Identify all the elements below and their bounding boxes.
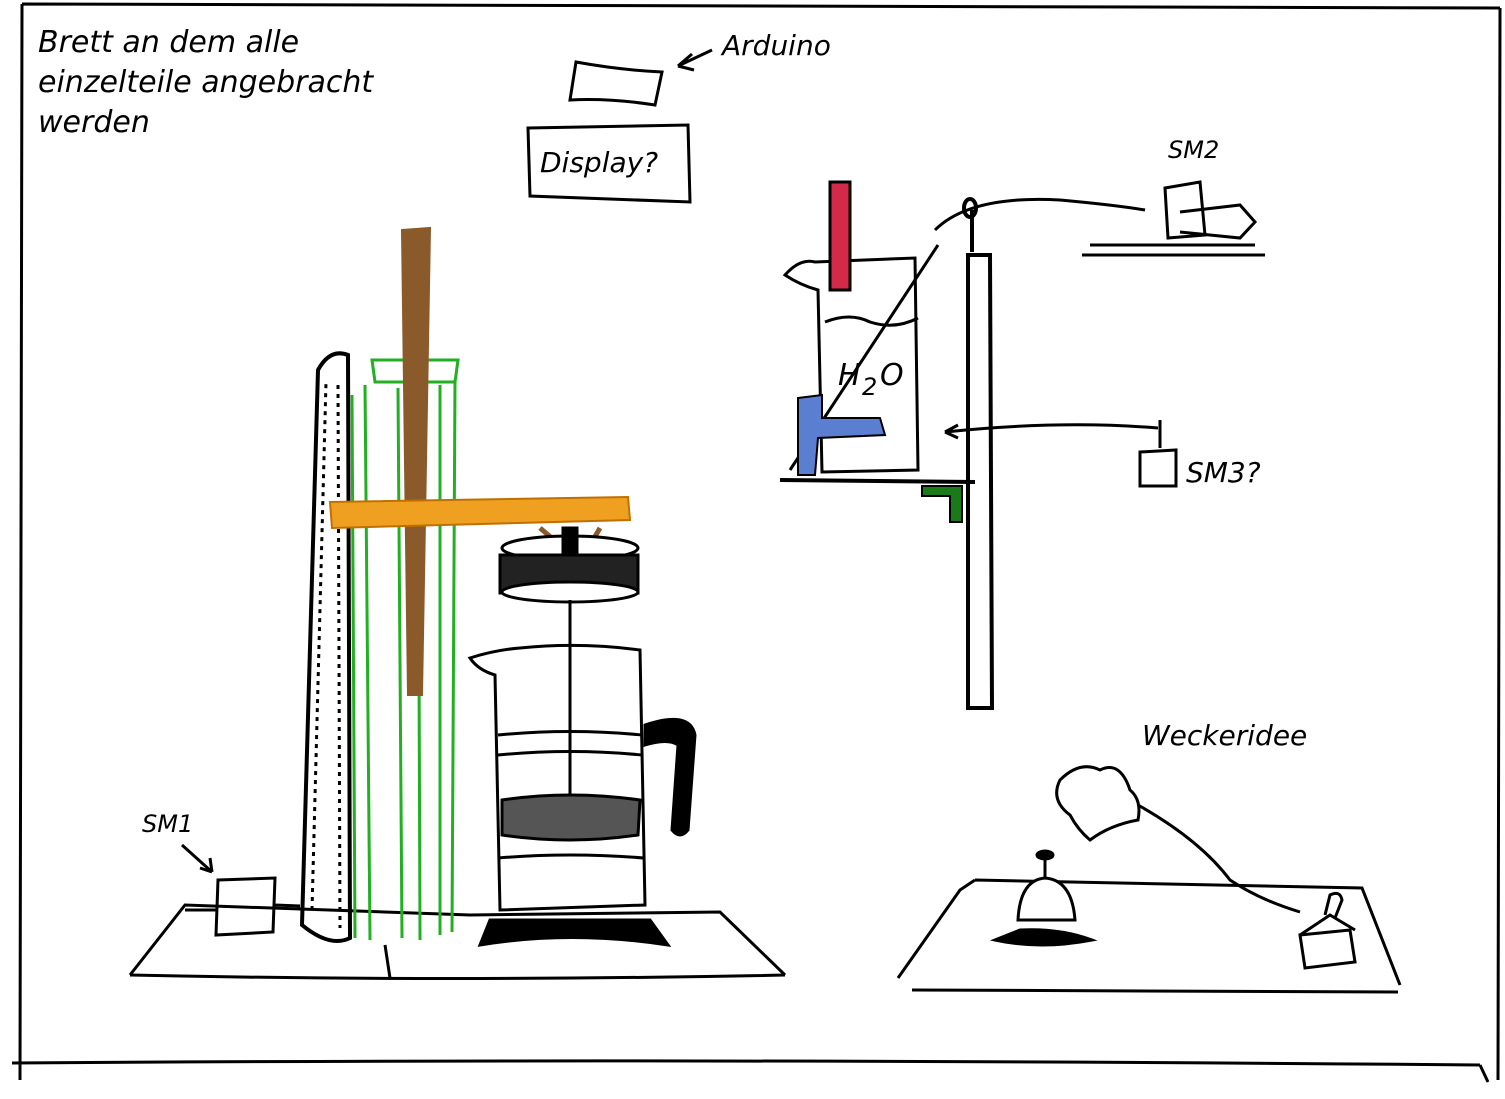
threaded-rod [400,226,432,696]
french-press [467,643,697,948]
water-label-o: O [880,358,904,393]
sm2-string [933,197,1146,232]
arduino-label: Arduino [720,29,831,62]
board-note-line2: einzelteile angebracht [38,65,374,100]
sm1-motor [185,876,301,937]
shelf-bracket [921,485,963,523]
plunger-disk [498,526,640,800]
arduino-board [568,60,664,107]
alarm-table [896,878,1402,994]
bell [989,849,1098,947]
sm3-arrow [944,420,1162,448]
board-frame [11,2,1502,1083]
shelf [779,478,976,484]
drive-belt [299,351,353,943]
alarm-idea-label: Weckeridee [1142,719,1307,752]
display-box [526,123,692,204]
board-note-line1: Brett an dem alle [38,25,299,60]
board-note-line3: werden [38,105,150,140]
sm3-label: SM3? [1186,456,1261,489]
sm3-box [1138,448,1178,488]
alarm-hand [1055,765,1301,914]
water-label-h: H [838,358,861,393]
arduino-arrow [677,48,713,72]
sm2-motor [1082,180,1265,257]
vertical-stand [962,197,995,710]
base-plate [128,903,787,980]
sm1-label: SM1 [142,810,193,838]
alarm-trigger-box [1298,891,1357,970]
valve [797,393,887,476]
sm1-arrow [180,843,214,874]
display-label: Display? [540,146,658,179]
thermometer [828,180,852,292]
sm2-label: SM2 [1168,136,1219,164]
water-label-sub: 2 [862,373,877,401]
